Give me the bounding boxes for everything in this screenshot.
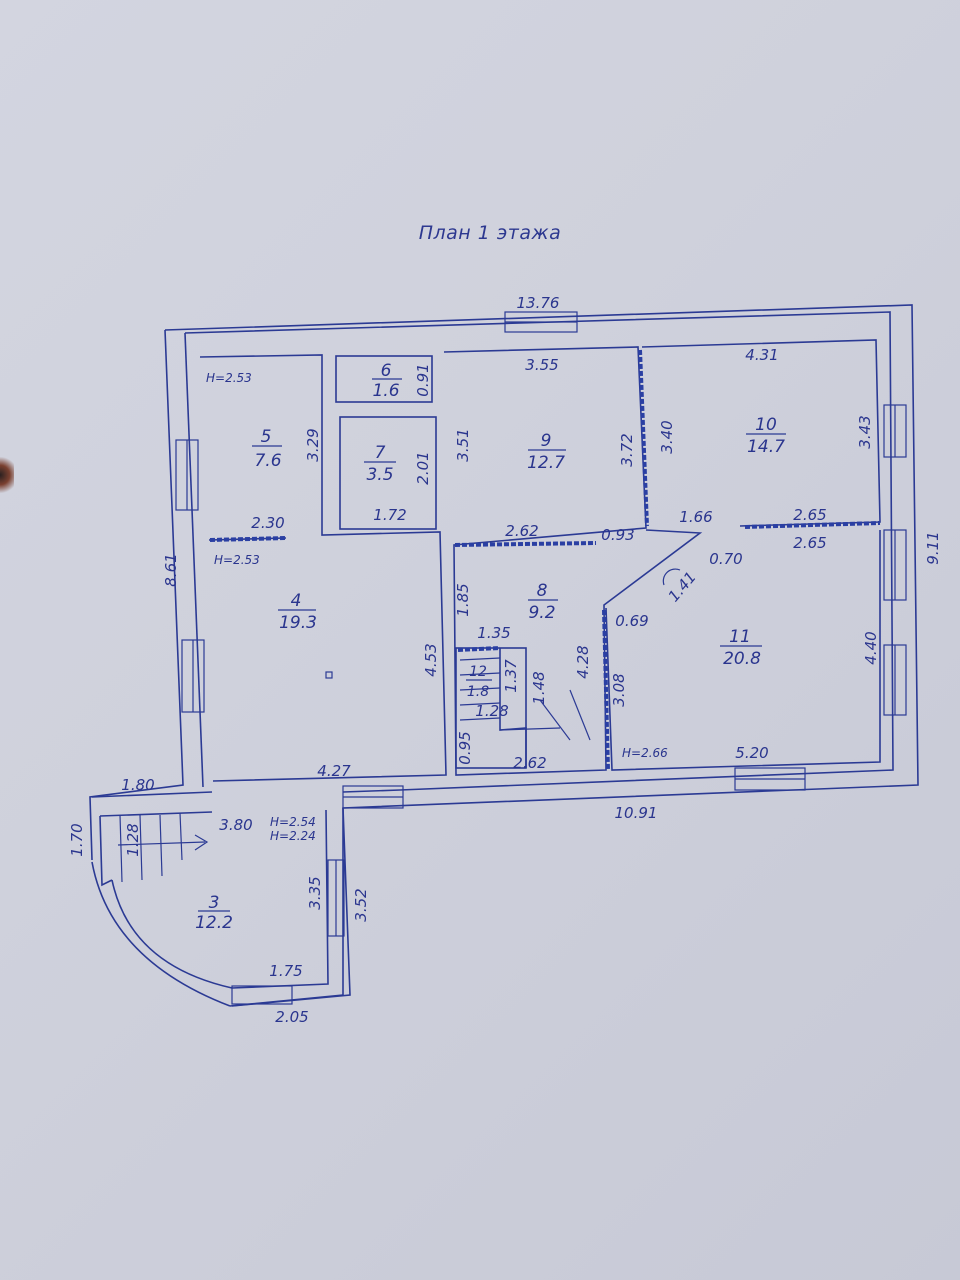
dim-093: 0.93 bbox=[601, 526, 634, 544]
overall-top-width: 13.76 bbox=[517, 294, 560, 312]
room-6: 6 1.6 bbox=[372, 361, 402, 401]
dim-r5-side: 3.29 bbox=[304, 428, 322, 461]
height-labels: H=2.53 H=2.53 H=2.54 H=2.24 H=2.66 bbox=[206, 371, 668, 843]
dim-069: 0.69 bbox=[615, 612, 648, 630]
dim-r11-right: 4.40 bbox=[862, 631, 880, 664]
overall-bottom-width: 10.91 bbox=[615, 804, 658, 822]
dim-r8-left: 1.85 bbox=[454, 583, 472, 616]
dim-r10-top: 4.31 bbox=[745, 346, 778, 364]
door-swing bbox=[662, 568, 681, 586]
dim-148: 1.48 bbox=[530, 671, 548, 704]
room-area: 14.7 bbox=[747, 437, 785, 457]
dim-128b: 1.28 bbox=[124, 823, 142, 856]
outer-walls bbox=[89, 304, 919, 1007]
dim-262: 2.62 bbox=[513, 754, 546, 772]
room-3: 3 12.2 bbox=[195, 893, 233, 933]
dim-205: 2.05 bbox=[275, 1008, 308, 1026]
room-number: 9 bbox=[541, 431, 552, 451]
dim-141: 1.41 bbox=[665, 568, 700, 605]
room-area: 12.7 bbox=[527, 453, 565, 473]
dim-352: 3.52 bbox=[352, 888, 370, 921]
room-number: 4 bbox=[291, 591, 302, 611]
dim-095: 0.95 bbox=[456, 731, 474, 764]
room-area: 20.8 bbox=[723, 649, 761, 669]
room-area: 7.6 bbox=[254, 451, 281, 471]
dim-r11-bottom: 5.20 bbox=[735, 744, 768, 762]
dim-r4-bottom: 4.27 bbox=[317, 762, 351, 780]
room-area: 12.2 bbox=[195, 913, 233, 933]
room-number: 5 bbox=[261, 427, 272, 447]
height-label: H=2.53 bbox=[206, 371, 252, 385]
dim-175: 1.75 bbox=[269, 962, 302, 980]
dim-166: 1.66 bbox=[679, 508, 712, 526]
height-label: H=2.53 bbox=[214, 553, 260, 567]
room-4: 4 19.3 bbox=[278, 591, 333, 679]
room-10: 10 14.7 bbox=[746, 415, 786, 457]
dim-r9-right: 3.72 bbox=[618, 433, 636, 466]
stairs bbox=[117, 657, 591, 883]
room-area: 3.5 bbox=[366, 465, 393, 485]
room-area: 1.6 bbox=[372, 381, 399, 401]
dim-r8-top: 2.62 bbox=[505, 522, 538, 540]
room-5: 5 7.6 bbox=[252, 427, 282, 471]
overall-left-height: 8.61 bbox=[162, 553, 180, 586]
room-11: 11 20.8 bbox=[720, 627, 762, 669]
dim-r6-side: 0.91 bbox=[414, 363, 432, 396]
windows bbox=[175, 311, 907, 1005]
room-number: 8 bbox=[537, 581, 548, 601]
dim-r9-left: 3.51 bbox=[454, 428, 472, 461]
dim-r10-right: 3.43 bbox=[856, 415, 874, 448]
dim-335: 3.35 bbox=[306, 876, 324, 909]
room-number: 7 bbox=[375, 443, 386, 463]
room-12: 12 1.8 bbox=[466, 664, 492, 700]
room-number: 3 bbox=[209, 893, 220, 913]
page-title: План 1 этажа bbox=[418, 222, 562, 244]
room-number: 12 bbox=[469, 664, 487, 680]
height-label: H=2.24 bbox=[270, 829, 316, 843]
dim-r10-left: 3.40 bbox=[658, 420, 676, 453]
dim-r7-side: 2.01 bbox=[414, 451, 432, 484]
dim-070: 0.70 bbox=[709, 550, 742, 568]
dim-380: 3.80 bbox=[219, 816, 252, 834]
room-number: 11 bbox=[729, 627, 751, 647]
room-number: 10 bbox=[755, 415, 777, 435]
dim-r9-top: 3.55 bbox=[525, 356, 558, 374]
dim-r5-bottom: 2.30 bbox=[251, 514, 284, 532]
dim-128a: 1.28 bbox=[475, 702, 508, 720]
room-area: 1.8 bbox=[467, 684, 489, 700]
dim-r4-right: 4.53 bbox=[422, 643, 440, 676]
room-labels: 3 12.2 4 19.3 5 7.6 6 1.6 7 bbox=[195, 361, 786, 933]
room-number: 6 bbox=[381, 361, 392, 381]
dim-265b: 2.65 bbox=[793, 534, 826, 552]
room-area: 9.2 bbox=[528, 603, 555, 623]
dim-r7-bottom: 1.72 bbox=[373, 506, 406, 524]
dim-137: 1.37 bbox=[502, 659, 520, 693]
dim-170: 1.70 bbox=[68, 823, 86, 856]
interior-walls bbox=[199, 339, 881, 782]
dim-265a: 2.65 bbox=[793, 506, 826, 524]
room-7: 7 3.5 bbox=[364, 443, 396, 485]
room-9: 9 12.7 bbox=[527, 431, 566, 473]
dim-180: 1.80 bbox=[121, 776, 154, 794]
height-label: H=2.54 bbox=[270, 815, 316, 829]
dim-r8-right: 4.28 bbox=[574, 645, 592, 678]
height-label: H=2.66 bbox=[622, 746, 668, 760]
room-8: 8 9.2 bbox=[528, 581, 558, 623]
overall-right-height: 9.11 bbox=[924, 531, 942, 564]
dim-308: 3.08 bbox=[610, 673, 628, 706]
page-edge-shadow bbox=[0, 455, 14, 495]
room-area: 19.3 bbox=[279, 613, 317, 633]
dim-135: 1.35 bbox=[477, 624, 510, 642]
